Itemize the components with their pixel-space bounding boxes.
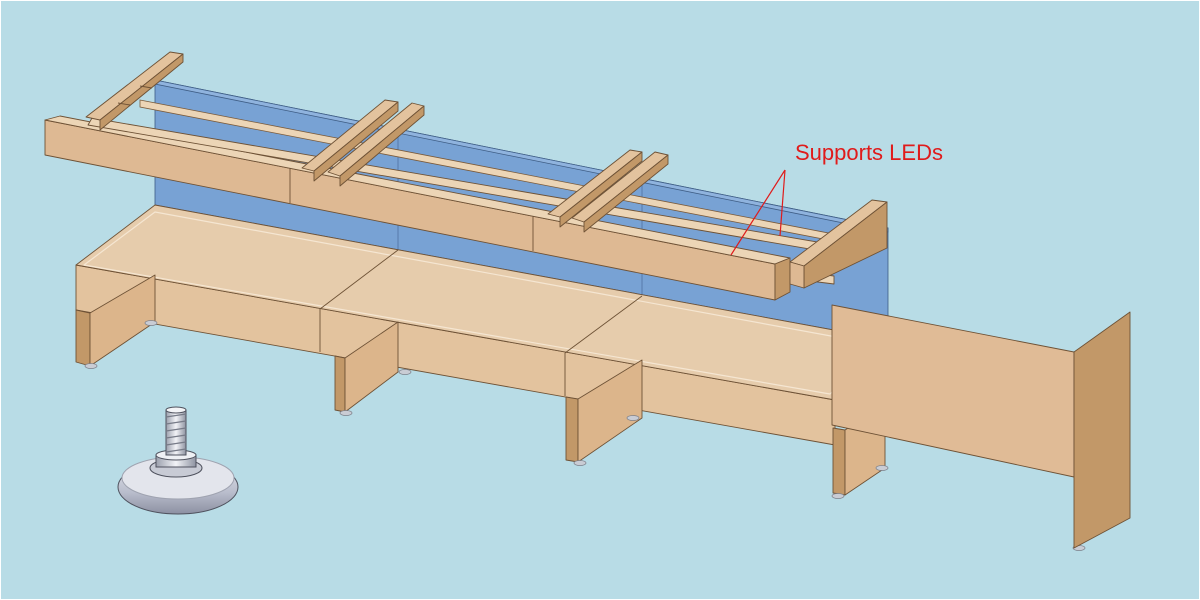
bench bbox=[75, 204, 889, 496]
bench-leg bbox=[334, 355, 346, 413]
leveling-foot-detail bbox=[117, 406, 239, 515]
cross-bracket bbox=[301, 99, 425, 187]
bench-leg bbox=[75, 309, 91, 367]
end-panel bbox=[831, 304, 1131, 549]
supports-leds-label: Supports LEDs bbox=[795, 140, 943, 165]
cross-bracket bbox=[789, 199, 888, 289]
cross-bracket bbox=[85, 51, 184, 131]
bench-leg bbox=[832, 427, 846, 496]
annotation-leader-lines bbox=[730, 169, 786, 256]
bench-leg bbox=[565, 396, 579, 463]
cross-bracket bbox=[547, 149, 669, 233]
top-frame bbox=[44, 51, 888, 301]
